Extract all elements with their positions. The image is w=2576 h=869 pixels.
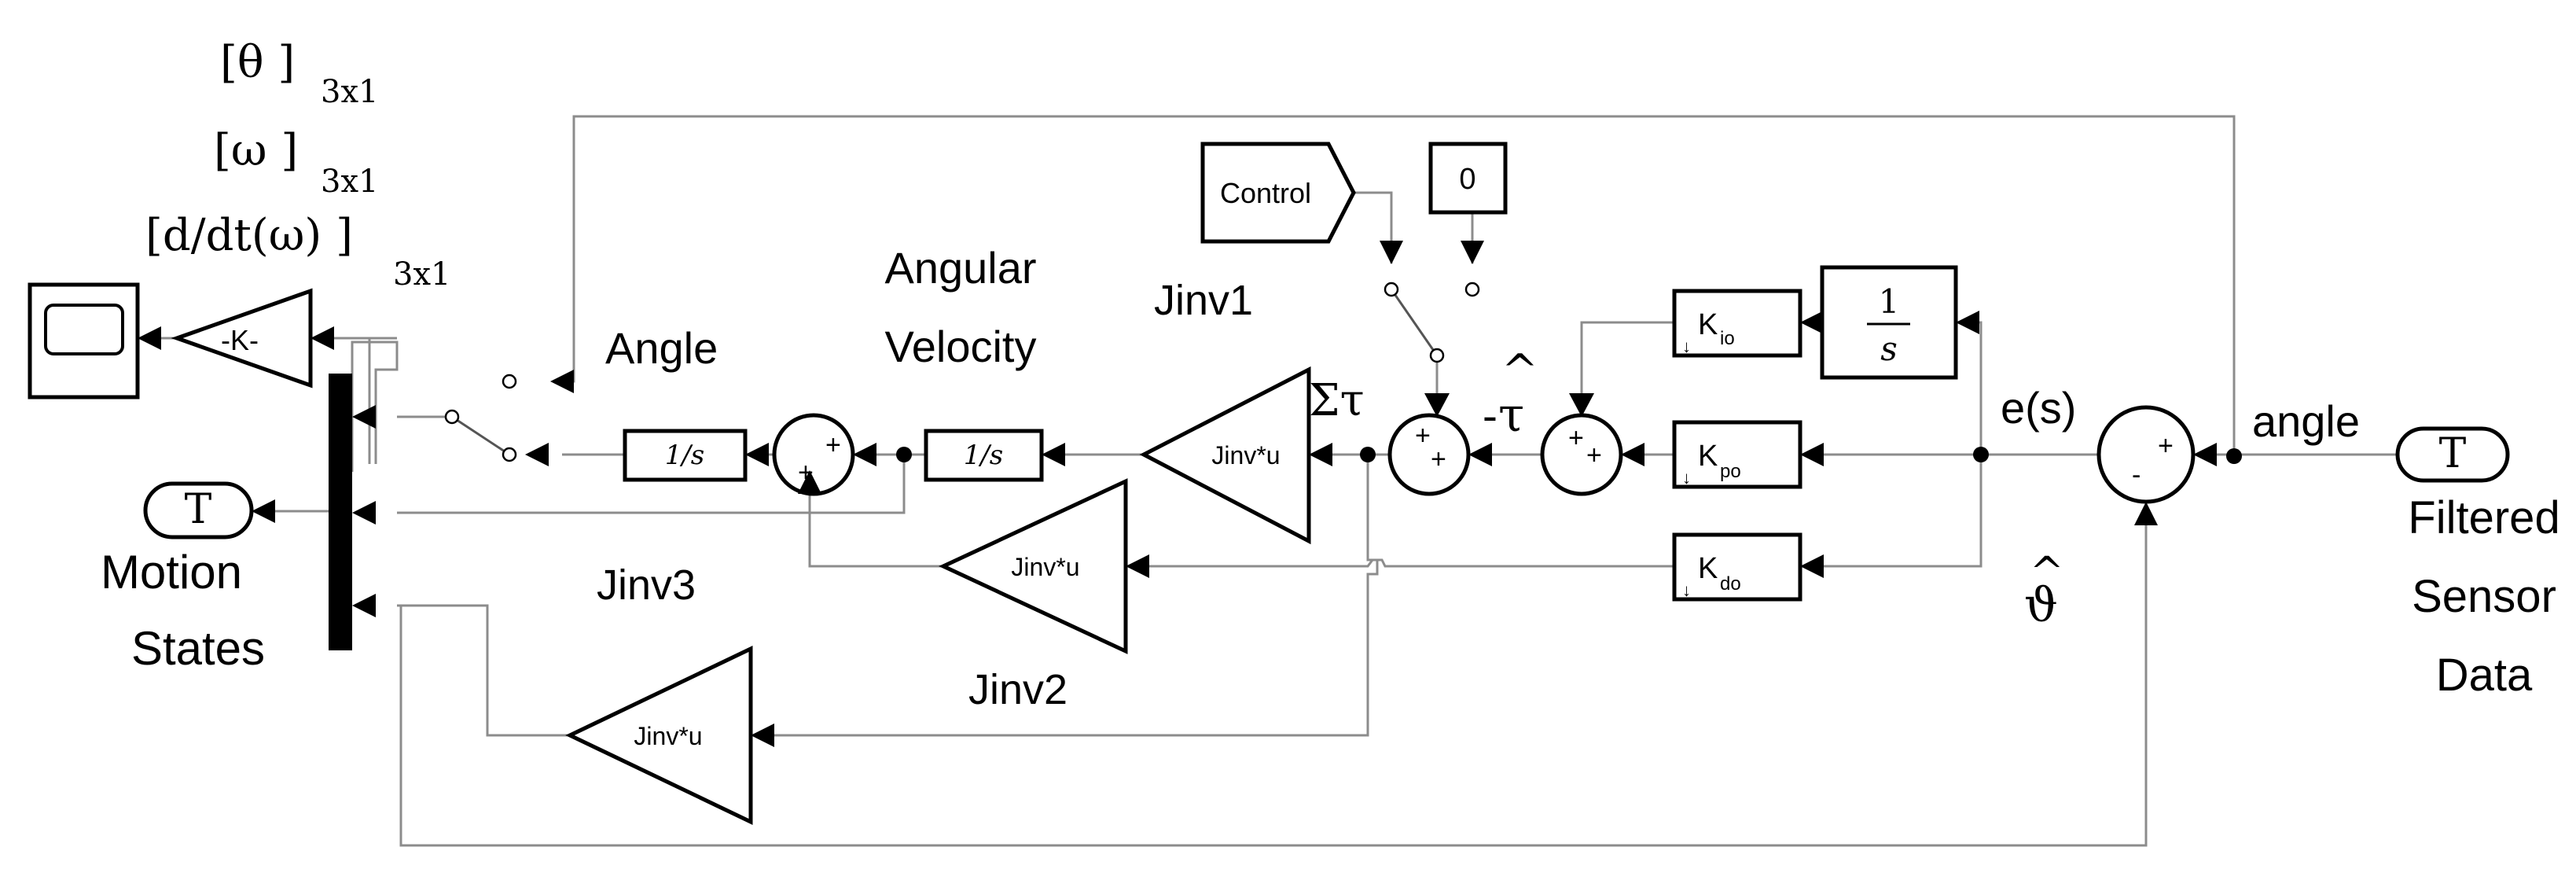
- integrator-velocity-block[interactable]: 1/s: [924, 429, 1044, 482]
- constant-zero-block[interactable]: 0: [1428, 142, 1508, 215]
- wire-control-to-switch: [1354, 191, 1393, 263]
- filtered-sensor-line2: Sensor: [2412, 571, 2556, 622]
- wire-mux-bus-to-gain: [368, 337, 397, 464]
- kp-subscript: po: [1720, 461, 1741, 482]
- state-theta-label: [θ ]: [220, 37, 295, 88]
- motion-states-line2: States: [131, 622, 265, 675]
- kd-label: K: [1698, 552, 1718, 585]
- jinv2-label: Jinv2: [968, 666, 1068, 713]
- error-label: e(s): [2001, 383, 2076, 433]
- control-switch[interactable]: [1384, 282, 1480, 363]
- gain-k-block[interactable]: -K-: [171, 288, 313, 388]
- kp-arrow-icon: ↓: [1682, 468, 1691, 488]
- kp-label: K: [1698, 440, 1718, 473]
- jinv1-gain-block[interactable]: Jinv*u: [1139, 366, 1311, 545]
- theta-hat-caret: ^: [2030, 549, 2064, 596]
- control-goto-block[interactable]: Control: [1200, 142, 1356, 244]
- constant-zero-label: 0: [1459, 163, 1475, 196]
- state-omega-label: [ω ]: [214, 125, 298, 176]
- frac-denominator: s: [1880, 330, 1898, 368]
- state-domega-label: [d/dt(ω) ]: [145, 210, 353, 261]
- filtered-sensor-line3: Data: [2436, 650, 2533, 701]
- kd-arrow-icon: ↓: [1682, 580, 1691, 600]
- integrator-velocity-label: 1/s: [964, 440, 1004, 471]
- wire-angle-feedback-top: [562, 115, 2236, 456]
- kd-subscript: do: [1720, 573, 1741, 595]
- angle-switch[interactable]: [444, 374, 517, 462]
- jinv3-label: Jinv3: [597, 562, 696, 609]
- wire-omega-to-mux: [397, 455, 906, 514]
- angle-label: Angle: [605, 323, 718, 373]
- ki-label: K: [1698, 308, 1718, 341]
- pid-sum-sign-top: +: [1568, 423, 1584, 453]
- jinv1-label: Jinv1: [1154, 277, 1253, 324]
- main-sum-sign-right: +: [1431, 444, 1446, 474]
- motion-states-goto-block[interactable]: T: [143, 481, 254, 539]
- control-goto-label: Control: [1220, 177, 1311, 209]
- state-omega-dim: 3x1: [321, 164, 378, 200]
- junction-dots: [896, 447, 2242, 464]
- wire-kd-to-jinv2: [1126, 558, 1674, 568]
- tau-hat-caret: ^: [1501, 345, 1538, 396]
- jinv2-gain-label: Jinv*u: [1011, 553, 1079, 581]
- error-sum-block[interactable]: + -: [2096, 405, 2196, 504]
- ki-subscript: io: [1720, 328, 1735, 349]
- state-domega-dim: 3x1: [393, 256, 450, 293]
- jinv3-gain-block[interactable]: Jinv*u: [565, 646, 753, 825]
- motion-states-line1: Motion: [101, 546, 242, 598]
- state-theta-dim: 3x1: [321, 74, 378, 110]
- filtered-sensor-from-block[interactable]: T: [2395, 426, 2510, 483]
- jinv1-gain-label: Jinv*u: [1211, 441, 1280, 469]
- angular-label-line2: Velocity: [885, 322, 1037, 371]
- wire-sigma-to-jinv3: [751, 455, 1379, 737]
- sum2-sign-right: +: [825, 430, 841, 460]
- arrowheads: [138, 241, 2217, 747]
- error-sum-sign-bottom: -: [2132, 460, 2141, 490]
- wire-jinv3-to-mux: [397, 604, 570, 737]
- ki-arrow-icon: ↓: [1682, 337, 1691, 356]
- wire-e-to-integrator: [1956, 321, 1983, 455]
- sigma-tau-label: Στ: [1309, 375, 1365, 426]
- wire-jinv2-to-sum2: [808, 495, 943, 568]
- sensor-from-tag: T: [2439, 430, 2467, 477]
- scope-block[interactable]: [28, 282, 140, 400]
- frac-numerator: 1: [1879, 282, 1900, 321]
- integral-integrator-block[interactable]: 1 s: [1820, 265, 1958, 380]
- kd-gain-block[interactable]: K do ↓: [1672, 532, 1802, 602]
- gain-k-label: -K-: [221, 324, 259, 356]
- wire-bottom-feedback: [399, 511, 2148, 847]
- angle-signal-label: angle: [2252, 396, 2360, 446]
- pid-sum-sign-right: +: [1586, 440, 1602, 470]
- main-sum-sign-top: +: [1415, 421, 1431, 451]
- error-sum-sign-right: +: [2158, 431, 2174, 461]
- angular-label-line1: Angular: [884, 243, 1036, 293]
- jinv2-gain-block[interactable]: Jinv*u: [939, 478, 1128, 654]
- wire-ki-to-sum: [1580, 321, 1674, 415]
- tau-hat-symbol: τ: [1498, 388, 1524, 443]
- motion-goto-tag: T: [185, 486, 212, 533]
- filtered-sensor-line1: Filtered: [2408, 492, 2559, 543]
- diagram-labels: [θ ] 3x1 [ω ] 3x1 [d/dt(ω) ] 3x1 Angle A…: [101, 37, 2560, 713]
- tau-hat-minus: -: [1483, 391, 1497, 442]
- sum-pid-block[interactable]: + +: [1540, 413, 1623, 496]
- wire-mux-to-gain: [351, 341, 399, 472]
- theta-hat-symbol: ϑ: [2024, 578, 2058, 633]
- mux-block[interactable]: [329, 374, 352, 650]
- wire-e-to-kd: [1800, 455, 1983, 568]
- jinv3-gain-label: Jinv*u: [634, 722, 702, 750]
- ki-gain-block[interactable]: K io ↓: [1672, 289, 1802, 358]
- integrator-angle-block[interactable]: 1/s: [623, 429, 748, 482]
- integrator-angle-label: 1/s: [665, 440, 705, 471]
- kp-gain-block[interactable]: K po ↓: [1672, 420, 1802, 489]
- sum-torque-block[interactable]: + +: [1387, 413, 1471, 496]
